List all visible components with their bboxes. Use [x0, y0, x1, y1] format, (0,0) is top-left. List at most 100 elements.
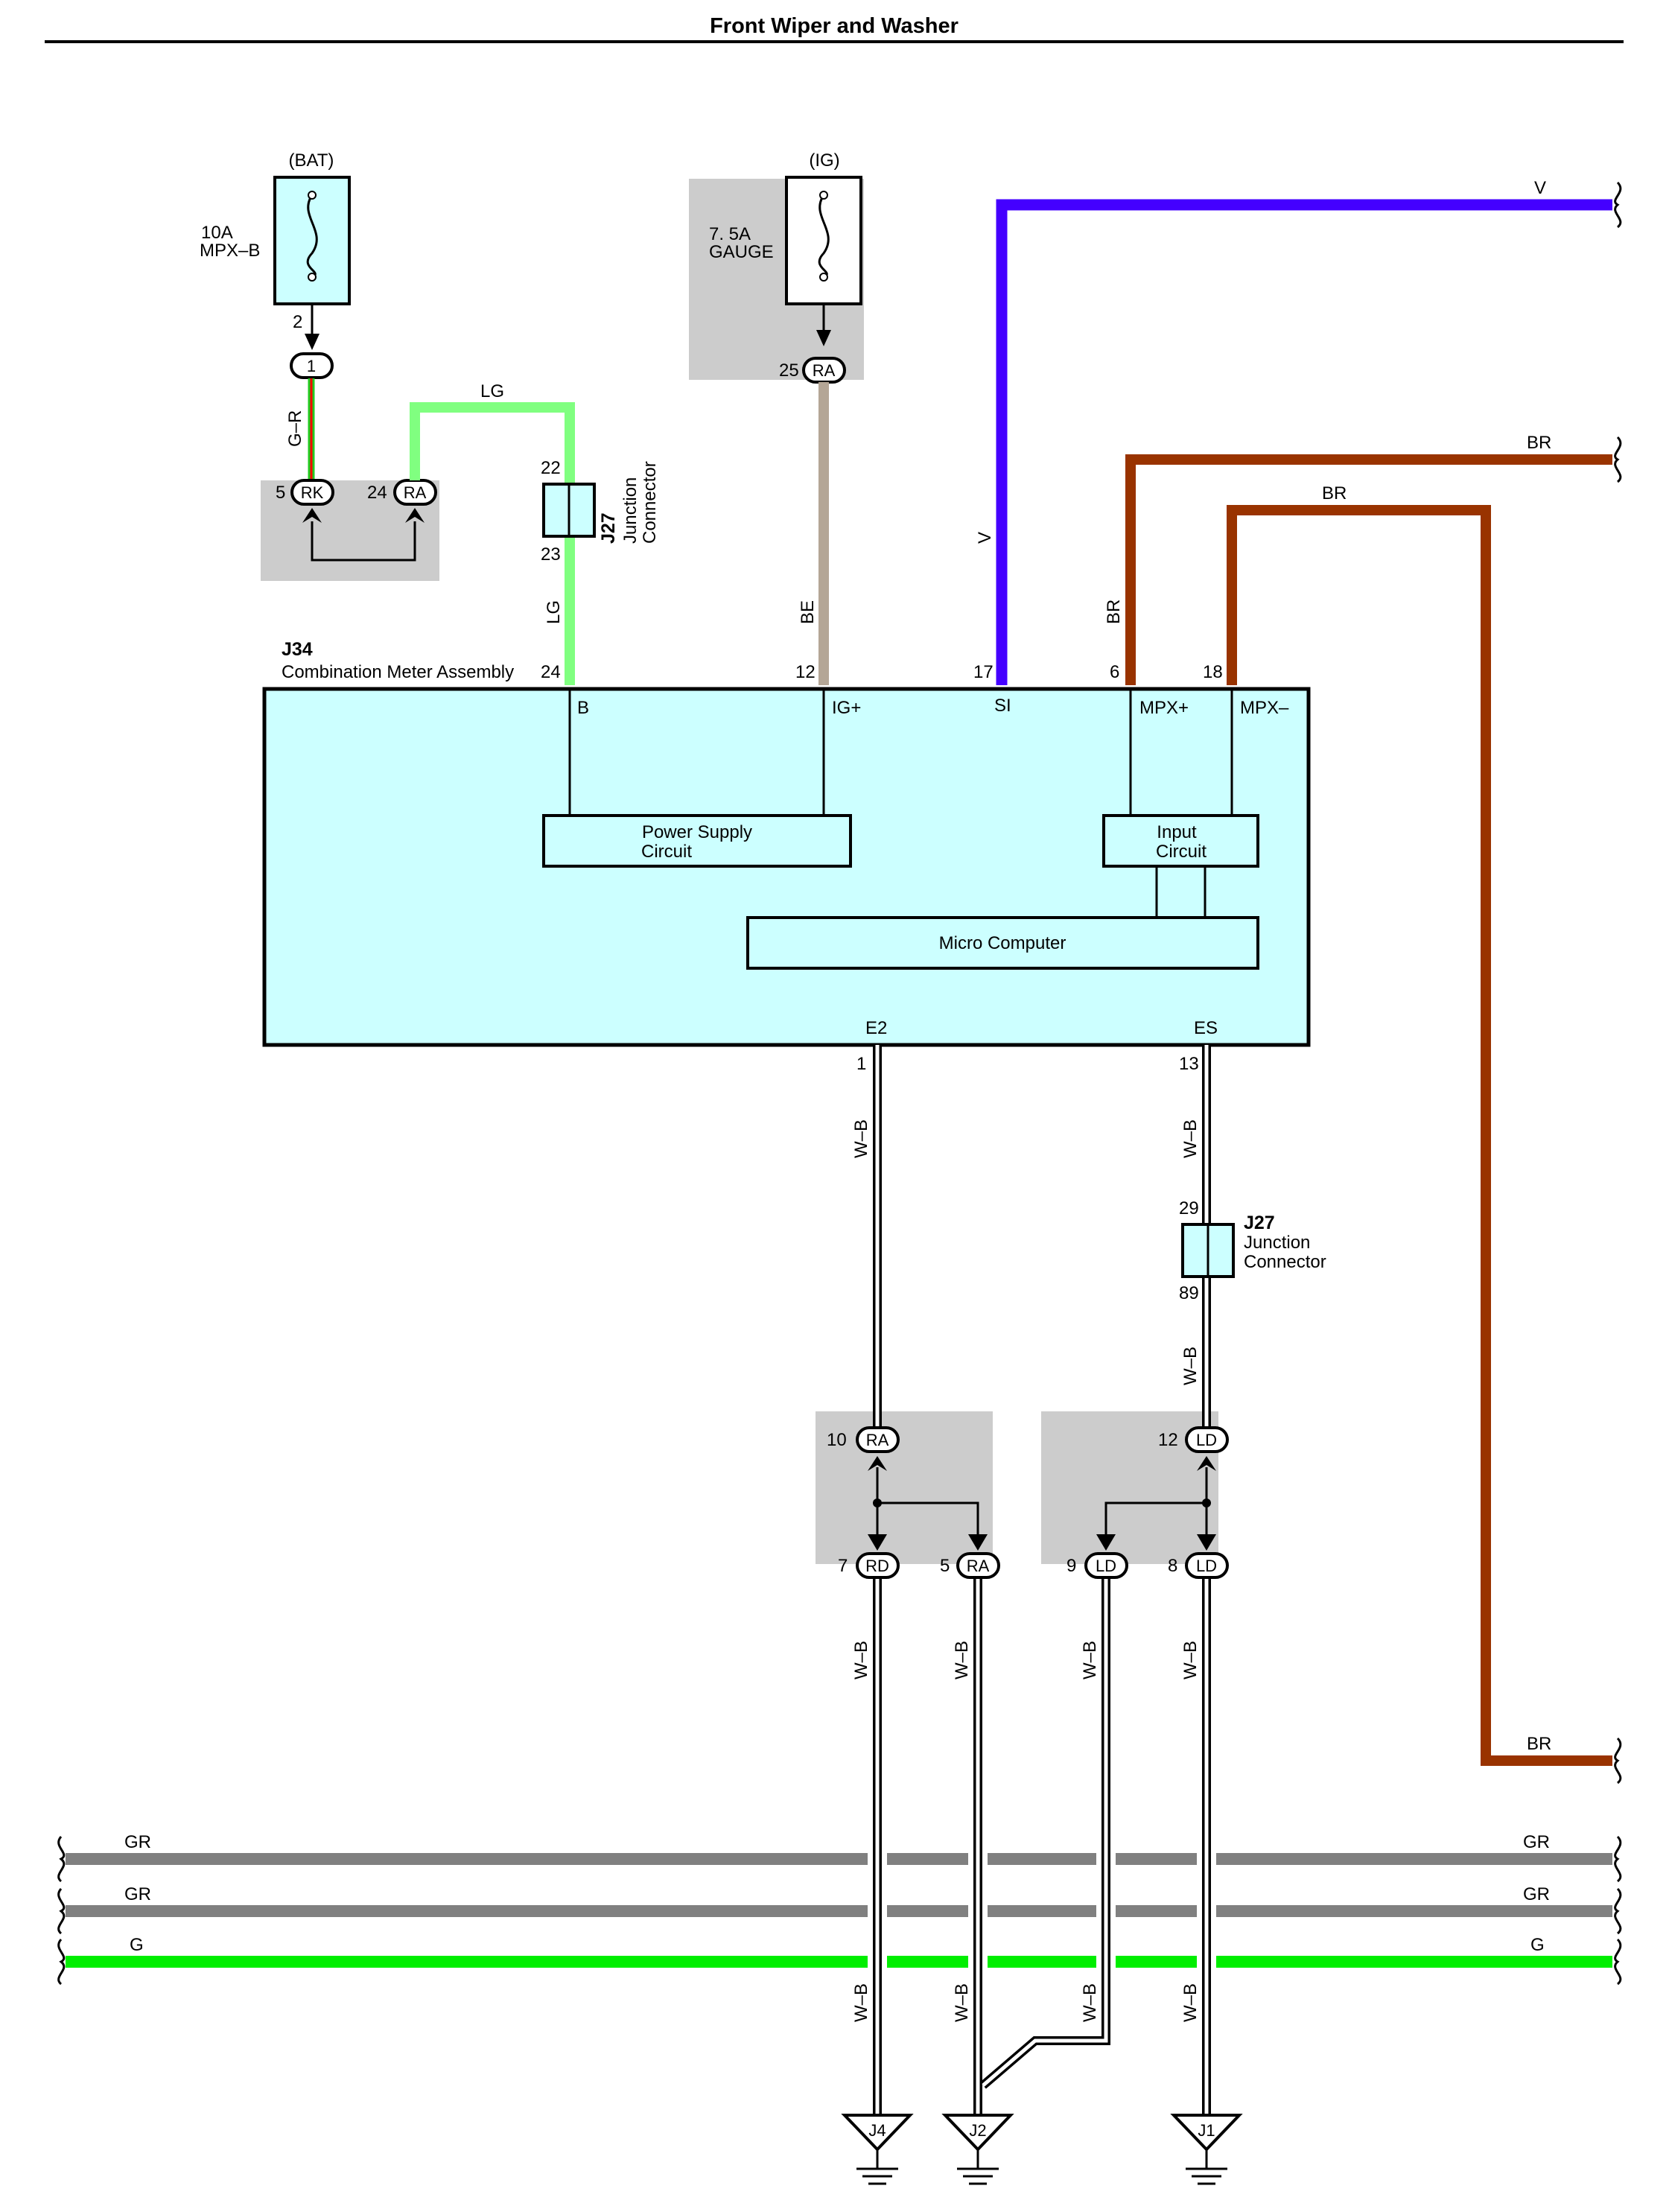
- connector-group-ra-rd: RA 10 RD 7 RA 5: [827, 1426, 1000, 1579]
- svg-text:1: 1: [307, 357, 316, 375]
- fuse-icon: [306, 194, 318, 279]
- wire-g-label: G: [130, 1935, 144, 1955]
- wire-lg: [410, 402, 575, 685]
- svg-text:G: G: [1530, 1935, 1545, 1955]
- svg-text:SI: SI: [994, 696, 1011, 716]
- ig-fuse: (IG) 7. 5A GAUGE RA 25: [709, 150, 862, 384]
- wire-br-label-3: BR: [1527, 1734, 1551, 1754]
- junction-connector-j27-top: 22 23 J27 Junction Connector: [541, 458, 660, 565]
- bat-fuse: (BAT) 10A MPX–B 2 1: [200, 150, 351, 379]
- svg-text:Junction: Junction: [1244, 1233, 1310, 1253]
- svg-text:W–B: W–B: [1180, 1641, 1201, 1679]
- bat-source-label: (BAT): [289, 150, 334, 171]
- wire-br-label-1: BR: [1527, 433, 1551, 453]
- wire-v-label-top: V: [1534, 178, 1546, 198]
- svg-text:Power Supply: Power Supply: [642, 822, 752, 842]
- meter-name: Combination Meter Assembly: [282, 662, 514, 682]
- svg-text:Connector: Connector: [640, 461, 660, 544]
- svg-text:Circuit: Circuit: [641, 842, 692, 862]
- svg-text:ES: ES: [1194, 1018, 1218, 1038]
- svg-text:12: 12: [1158, 1430, 1178, 1450]
- svg-text:RA: RA: [866, 1431, 889, 1449]
- svg-text:W–B: W–B: [1180, 1119, 1201, 1158]
- svg-text:Connector: Connector: [1244, 1252, 1326, 1272]
- svg-text:24: 24: [367, 483, 387, 503]
- svg-text:J1: J1: [1198, 2121, 1215, 2140]
- svg-text:8: 8: [1168, 1556, 1177, 1576]
- svg-text:RK: RK: [301, 483, 324, 502]
- svg-text:MPX–: MPX–: [1240, 698, 1289, 718]
- wire-br-label-vert: BR: [1104, 600, 1124, 624]
- svg-text:25: 25: [779, 360, 799, 381]
- svg-text:1: 1: [856, 1054, 866, 1074]
- meter-id: J34: [282, 639, 313, 660]
- svg-text:RD: RD: [865, 1557, 889, 1575]
- svg-text:24: 24: [541, 662, 561, 682]
- bat-fuse-pin: 2: [293, 312, 302, 332]
- svg-text:W–B: W–B: [1080, 1983, 1100, 2022]
- connector-1: [290, 352, 334, 379]
- ground-j4: J4: [841, 2114, 914, 2185]
- connector-group-ld: LD 12 LD 9 LD 8: [1066, 1426, 1229, 1579]
- bat-fuse-rating: 10A: [201, 223, 233, 243]
- svg-text:23: 23: [541, 544, 561, 565]
- svg-text:J2: J2: [969, 2121, 986, 2140]
- svg-text:J27: J27: [1244, 1213, 1275, 1233]
- svg-text:W–B: W–B: [1180, 1983, 1201, 2022]
- ground-j1: J1: [1170, 2114, 1243, 2185]
- svg-text:5: 5: [940, 1556, 950, 1576]
- svg-text:Circuit: Circuit: [1156, 842, 1207, 862]
- ground-j2: J2: [941, 2114, 1014, 2185]
- svg-text:12: 12: [795, 662, 816, 682]
- svg-text:W–B: W–B: [851, 1641, 871, 1679]
- wire-v-label-vert: V: [975, 532, 995, 544]
- svg-text:J4: J4: [868, 2121, 886, 2140]
- svg-text:LD: LD: [1196, 1557, 1217, 1575]
- junction-connector-j27-mid: 29 89 J27 Junction Connector: [1179, 1198, 1326, 1303]
- svg-text:Micro Computer: Micro Computer: [939, 933, 1066, 953]
- svg-text:10: 10: [827, 1430, 847, 1450]
- svg-text:7. 5A: 7. 5A: [709, 224, 751, 244]
- micro-computer: [746, 916, 1259, 970]
- svg-text:E2: E2: [865, 1018, 887, 1038]
- svg-text:17: 17: [973, 662, 994, 682]
- svg-text:W–B: W–B: [952, 1983, 972, 2022]
- svg-text:Junction: Junction: [620, 477, 640, 544]
- svg-text:89: 89: [1179, 1283, 1199, 1303]
- bat-fuse-box: [273, 176, 351, 305]
- wire-end-squiggles: [57, 181, 1622, 1986]
- svg-text:RA: RA: [813, 361, 836, 380]
- svg-text:GR: GR: [124, 1884, 151, 1904]
- wire-lg-label-top: LG: [480, 381, 504, 401]
- connector-rk: [290, 479, 334, 506]
- svg-text:W–B: W–B: [1080, 1641, 1100, 1679]
- wire-g-r-label: G–R: [285, 410, 305, 447]
- ra-rd-gray-area: [816, 1411, 993, 1564]
- wire-v: [996, 199, 1612, 685]
- wire-wb-label: W–B: [851, 1119, 871, 1158]
- svg-text:GR: GR: [1523, 1832, 1550, 1852]
- svg-text:6: 6: [1110, 662, 1119, 682]
- svg-text:9: 9: [1066, 1556, 1076, 1576]
- svg-text:GR: GR: [1523, 1884, 1550, 1904]
- svg-text:W–B: W–B: [1180, 1347, 1201, 1385]
- svg-text:J27: J27: [598, 512, 619, 544]
- svg-text:GAUGE: GAUGE: [709, 242, 774, 262]
- wire-be-label: BE: [798, 600, 818, 624]
- svg-text:MPX+: MPX+: [1139, 698, 1189, 718]
- wire-br-label-2: BR: [1322, 483, 1347, 503]
- input-circuit: [1102, 814, 1259, 868]
- svg-text:7: 7: [838, 1556, 848, 1576]
- svg-text:29: 29: [1179, 1198, 1199, 1218]
- svg-text:W–B: W–B: [952, 1641, 972, 1679]
- svg-text:LD: LD: [1096, 1557, 1116, 1575]
- svg-text:RA: RA: [967, 1557, 990, 1575]
- svg-text:IG+: IG+: [832, 698, 861, 718]
- wire-lg-label-vert: LG: [544, 600, 564, 624]
- diagram-title: Front Wiper and Washer: [710, 14, 959, 38]
- svg-text:22: 22: [541, 458, 561, 478]
- ig-source-label: (IG): [809, 150, 839, 171]
- svg-text:B: B: [577, 698, 589, 718]
- bus-wires: [66, 1853, 1612, 1968]
